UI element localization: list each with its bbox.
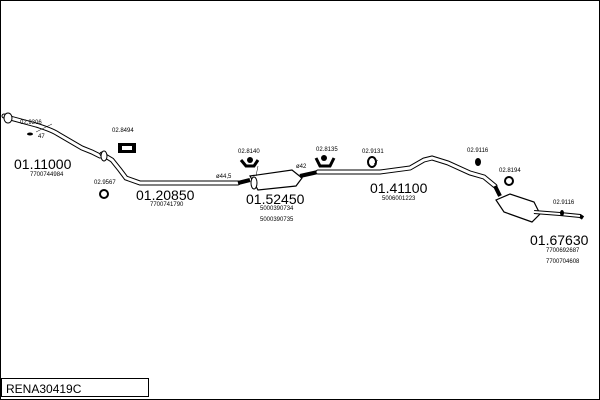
central-silencer-body <box>249 169 303 191</box>
clamp-02-9306 <box>27 132 33 136</box>
part-number-middle-pipe: 01.41100 <box>370 180 428 196</box>
accessory-label: 02.9116 <box>553 200 575 206</box>
front-pipe-flange <box>3 112 13 124</box>
clamp-02-8140 <box>239 159 260 168</box>
middle-pipe-fill <box>316 156 497 188</box>
hanger-02-8194 <box>504 176 514 186</box>
dimension-label: ø42 <box>296 164 307 170</box>
oem-number-central-silencer-a: 5000390734 <box>260 206 294 212</box>
oem-number-central-silencer-b: 5000390735 <box>260 217 294 223</box>
accessory-label: 02.8135 <box>316 147 338 153</box>
ring-02-9116 <box>475 158 481 166</box>
rear-silencer-body <box>495 193 541 223</box>
oem-number-rear-silencer-a: 7700692687 <box>546 248 580 254</box>
accessory-label: 02.8194 <box>499 168 521 174</box>
clamp-02-9116-rear <box>560 210 564 216</box>
hanger-02-9567 <box>99 189 109 199</box>
part-number-rear-silencer: 01.67630 <box>530 232 589 248</box>
dimension-label: 47 <box>38 134 45 140</box>
accessory-label: 02.9567 <box>94 180 116 186</box>
dimension-label: ø44,5 <box>216 174 232 180</box>
document-code: RENA30419C <box>6 382 82 396</box>
oem-number-rear-silencer-b: 7700704608 <box>546 259 580 265</box>
accessory-label: 02.8140 <box>238 149 260 155</box>
accessory-label: 02.9116 <box>467 148 489 154</box>
intermediate-pipe-flange <box>100 150 108 162</box>
accessory-label: 02.9306 <box>20 120 42 126</box>
clamp-02-8135 <box>314 157 336 168</box>
part-number-intermediate-pipe: 01.20850 <box>136 187 195 203</box>
document-code-box: RENA30419C <box>1 378 149 397</box>
intermediate-pipe-fill <box>100 152 240 185</box>
part-number-central-silencer: 01.52450 <box>246 191 305 207</box>
oem-number-middle-pipe: 5006001223 <box>382 196 416 202</box>
oem-number-intermediate-pipe: 7700741790 <box>150 202 184 208</box>
accessory-label: 02.9131 <box>362 149 384 155</box>
part-number-front-pipe: 01.11000 <box>14 156 72 172</box>
front-pipe-fill <box>2 114 102 158</box>
ring-02-9131 <box>367 156 377 168</box>
oem-number-front-pipe: 7700744984 <box>30 172 64 178</box>
accessory-label: 02.8494 <box>112 128 134 134</box>
